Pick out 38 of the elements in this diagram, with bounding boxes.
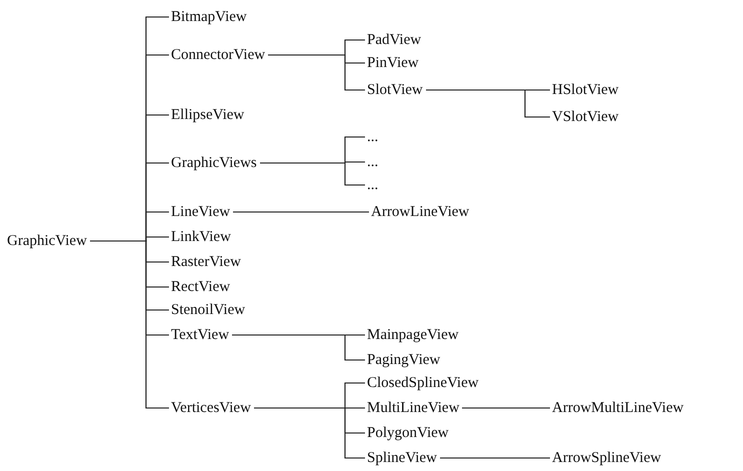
connector-line: [233, 211, 369, 213]
connector-line: [90, 240, 169, 409]
class-name-label: LinkView: [170, 228, 232, 246]
connector-line: [462, 407, 550, 409]
class-name-label: ...: [366, 176, 380, 194]
connector-line: [426, 89, 550, 118]
class-name-label: MultiLineView: [366, 399, 460, 417]
class-name-label: TextView: [170, 326, 230, 344]
class-name-label: PinView: [366, 54, 420, 72]
connector-line: [440, 457, 550, 459]
class-name-label: EllipseView: [170, 106, 246, 124]
class-name-label: SlotView: [366, 81, 424, 99]
class-name-label: VSlotView: [551, 108, 620, 126]
class-name-label: PagingView: [366, 351, 442, 369]
class-name-label: RectView: [170, 278, 232, 296]
connector-line: [268, 54, 365, 91]
class-name-label: MainpageView: [366, 326, 460, 344]
class-name-label: ArrowMultiLineView: [551, 399, 685, 417]
class-name-label: GraphicView: [6, 232, 88, 250]
class-name-label: StenoilView: [170, 301, 246, 319]
class-name-label: ConnectorView: [170, 46, 266, 64]
class-name-label: PolygonView: [366, 424, 450, 442]
class-name-label: VerticesView: [170, 399, 252, 417]
connector-line: [254, 407, 365, 459]
class-name-label: ...: [366, 128, 380, 146]
class-name-label: ClosedSplineView: [366, 374, 480, 392]
class-name-label: LineView: [170, 203, 232, 221]
class-name-label: ArrowSplineView: [551, 449, 662, 467]
class-name-label: SplineView: [366, 449, 438, 467]
class-name-label: GraphicViews: [170, 154, 258, 172]
class-name-label: RasterView: [170, 253, 242, 271]
class-name-label: ...: [366, 153, 380, 171]
class-name-label: HSlotView: [551, 81, 620, 99]
connector-line: [260, 162, 365, 186]
class-name-label: BitmapView: [170, 8, 248, 26]
connector-line: [232, 334, 365, 361]
class-name-label: ArrowLineView: [370, 203, 470, 221]
class-name-label: PadView: [366, 31, 422, 49]
